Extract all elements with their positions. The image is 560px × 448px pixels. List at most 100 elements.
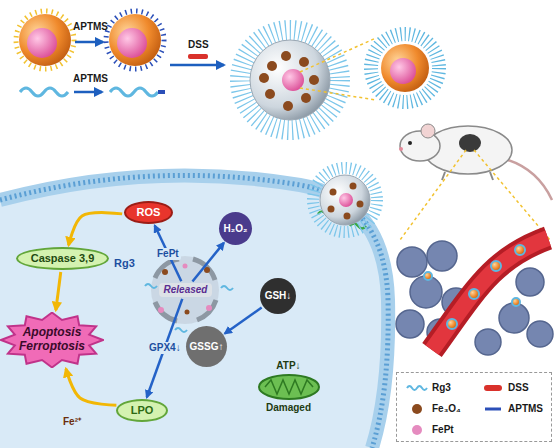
fe3o4-shell <box>19 14 71 66</box>
gsh-circle: GSH↓ <box>260 278 296 314</box>
tumor-cell <box>410 276 442 308</box>
mouse-leg <box>442 172 445 180</box>
node-text: ROS <box>137 206 161 219</box>
fept-dot <box>183 264 188 269</box>
h2o2-circle: H₂O₂ <box>219 212 252 245</box>
node-text: Released <box>164 284 208 296</box>
pathway-arrow <box>66 369 116 405</box>
degraded-particle <box>145 256 233 332</box>
fe3o4-shell <box>381 44 429 92</box>
shell <box>320 175 370 225</box>
legend-sample <box>481 382 505 394</box>
fe3o4-dot <box>299 57 309 67</box>
edge-label: GPX4↓ <box>147 342 183 354</box>
step-arrow <box>170 64 224 67</box>
fept-dot <box>206 305 212 311</box>
lipid-heads <box>0 175 388 448</box>
lpo-oval: LPO <box>116 399 168 422</box>
fe3o4-dot <box>301 93 311 103</box>
fe3o4-dot <box>344 213 351 220</box>
reagent-label: DSS <box>188 39 209 51</box>
shell-fragment <box>197 300 216 320</box>
nanoparticle <box>515 245 525 255</box>
legend-swatch <box>412 425 422 435</box>
fe3o4-dot <box>267 61 277 71</box>
tumor-cell <box>396 310 424 338</box>
pathway-arrow <box>56 272 61 310</box>
fe3o4-dot <box>162 269 168 275</box>
fe3o4-dot <box>281 51 291 61</box>
cell-membrane <box>0 175 388 448</box>
legend-box: Rg3 DSS Fe₃O₄ APTMS FePt <box>396 372 552 442</box>
released-cluster: Released <box>159 283 212 297</box>
drug-label: Rg3 <box>114 257 135 270</box>
legend-text: FePt <box>432 424 454 435</box>
reagent-label: APTMS <box>73 21 108 33</box>
tumor-cell <box>516 268 544 296</box>
tumor-spot <box>459 134 481 152</box>
fe3o4-dot <box>330 189 337 196</box>
fe3o4-dot <box>328 206 335 213</box>
pathway-arrow <box>155 226 182 282</box>
rg3-chain <box>110 88 158 96</box>
node-text: Apoptosis Ferroptosis <box>19 326 85 354</box>
ros-oval: ROS <box>124 201 173 224</box>
mouse-ear <box>421 124 435 138</box>
mitochondrion: ATP↓ Damaged <box>252 358 325 415</box>
legend-swatch <box>412 404 422 414</box>
legend-item: FePt <box>405 423 454 436</box>
fept-core <box>339 193 353 207</box>
pathway-arrow <box>192 243 223 282</box>
starburst-shape <box>1 313 103 368</box>
fe3o4-dot <box>357 201 364 208</box>
caspase-oval: Caspase 3,9 <box>16 247 109 270</box>
hydroxyl-spikes <box>16 11 74 69</box>
legend-item: Rg3 <box>405 381 451 394</box>
legend-sample <box>481 403 505 415</box>
fe3o4-shell <box>109 14 161 66</box>
pathway-arrow <box>225 308 262 334</box>
fept-dot <box>158 307 164 313</box>
legend-item: APTMS <box>481 402 543 415</box>
bound-nanoparticle <box>313 168 377 232</box>
aptms-end <box>158 90 165 94</box>
node-text: GSSG↑ <box>190 341 224 353</box>
mouse-tail <box>508 160 552 200</box>
fe3o4-dot <box>185 310 190 315</box>
zoom-line <box>400 150 466 240</box>
fe3o4-dot <box>265 89 275 99</box>
tumor-cell <box>427 241 457 271</box>
tumor-cell <box>527 321 553 347</box>
tumor-cell <box>397 247 427 277</box>
node-text: Damaged <box>266 402 311 414</box>
pathway-arrow <box>69 213 123 246</box>
rg3-nanoparticle <box>240 30 340 130</box>
fe3o4-dot <box>350 183 357 190</box>
step-arrow <box>74 91 102 94</box>
fe3o4-dot <box>283 101 293 111</box>
node-text: LPO <box>131 404 154 417</box>
legend-text: Fe₃O₄ <box>432 403 461 414</box>
fe3o4-dot <box>259 73 269 83</box>
legend-item: DSS <box>481 381 529 394</box>
death-starburst: Apoptosis Ferroptosis <box>0 312 104 368</box>
legend-line-sample <box>482 404 504 414</box>
tumor-cell <box>475 329 501 355</box>
fept-core <box>117 28 147 58</box>
nanoparticle <box>512 298 520 306</box>
cristae <box>265 380 313 394</box>
nanoparticle <box>447 319 457 329</box>
zoomed-particle <box>371 34 439 102</box>
node-text: ATP↓ <box>276 360 300 372</box>
legend-text: APTMS <box>508 403 543 414</box>
legend-sample <box>405 424 429 436</box>
node-text: GSH↓ <box>265 290 292 302</box>
mouse-nose <box>399 147 403 151</box>
fept-core <box>390 58 416 84</box>
rg3-chain <box>20 88 68 96</box>
legend-line-sample <box>406 383 428 393</box>
ion-label: Fe²⁺ <box>63 416 81 428</box>
